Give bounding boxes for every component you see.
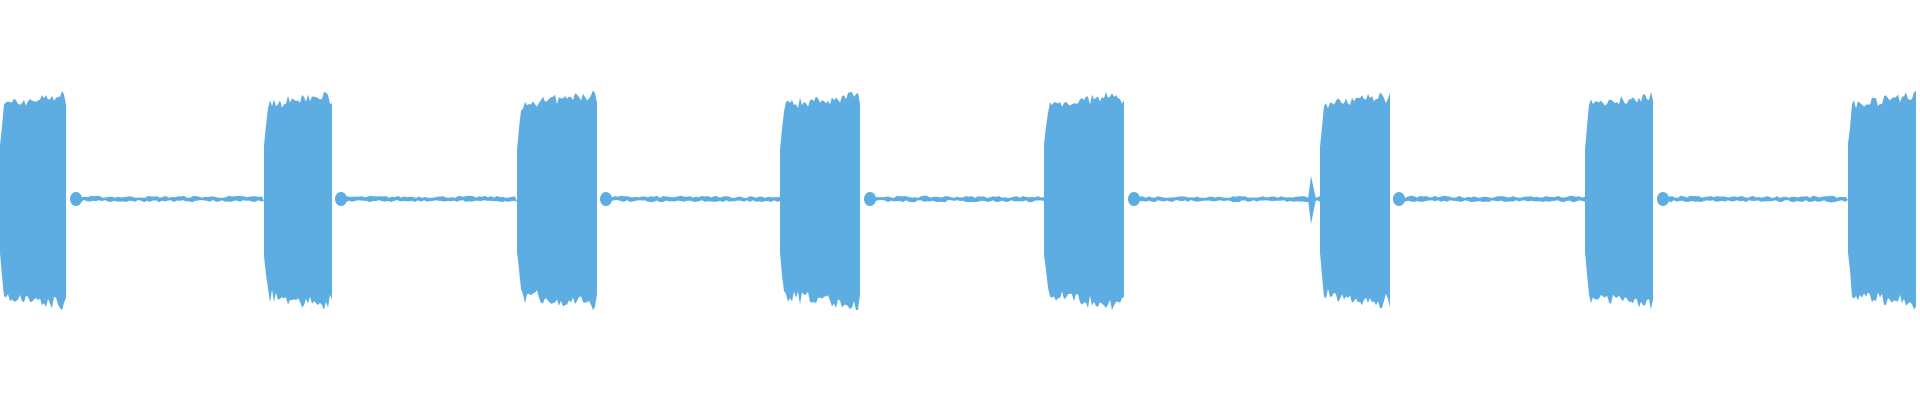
waveform-quiet-line bbox=[1402, 195, 1585, 203]
waveform-burst bbox=[0, 91, 66, 311]
waveform-burst bbox=[1044, 92, 1124, 311]
waveform-pre-burst-spike bbox=[1308, 176, 1316, 224]
waveform-quiet-line bbox=[79, 195, 264, 203]
waveform-quiet-line bbox=[609, 195, 780, 203]
waveform-tail bbox=[600, 192, 612, 206]
waveform-tail bbox=[864, 192, 876, 206]
waveform-tail bbox=[70, 192, 82, 206]
waveform-quiet-line bbox=[344, 195, 517, 203]
waveform-tail bbox=[1657, 192, 1669, 206]
waveform-burst bbox=[1320, 92, 1390, 309]
waveform-bursts bbox=[0, 90, 1916, 311]
waveform-burst bbox=[517, 90, 597, 311]
waveform-burst bbox=[1848, 91, 1916, 310]
waveform-quiet-line bbox=[873, 195, 1044, 203]
waveform-burst bbox=[264, 91, 332, 310]
waveform-quiet-segments bbox=[70, 176, 1848, 224]
waveform-tail bbox=[1128, 192, 1140, 206]
waveform-burst bbox=[780, 92, 860, 311]
waveform-quiet-line bbox=[1666, 195, 1848, 203]
waveform-tail bbox=[1393, 192, 1405, 206]
waveform-quiet-line bbox=[1137, 196, 1320, 203]
waveform-tail bbox=[335, 192, 347, 206]
waveform-burst bbox=[1585, 91, 1653, 310]
